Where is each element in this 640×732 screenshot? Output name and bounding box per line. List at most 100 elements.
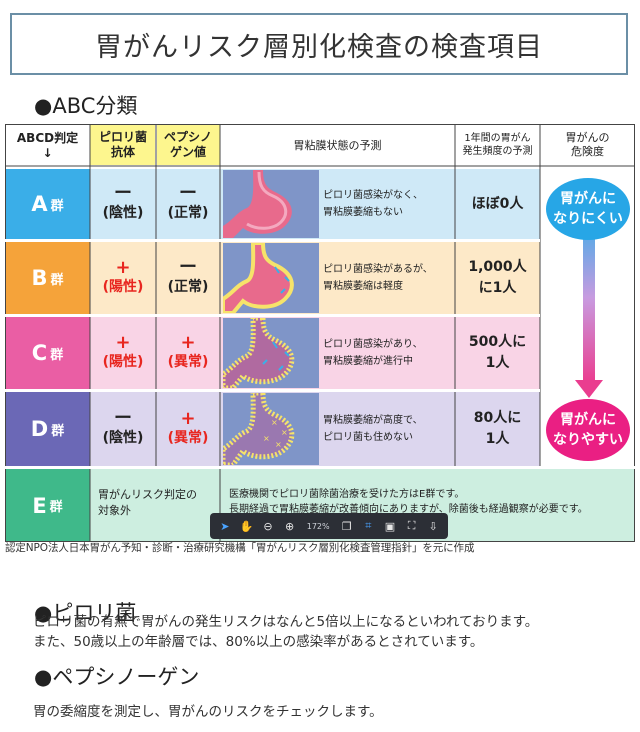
group-b-letter: B: [31, 266, 48, 290]
group-d-desc-line2: ピロリ菌も住めない: [323, 432, 413, 443]
header-mucosa: 胃粘膜状態の予測: [220, 125, 455, 165]
header-pepsin-line2: ゲン値: [169, 145, 206, 159]
section-heading-abc: ●ABC分類: [34, 94, 138, 118]
group-b-pepsin-result: (正常): [167, 279, 209, 295]
group-c-pylori-symbol: +: [115, 332, 131, 353]
risk-high-line2: なりやすい: [553, 432, 623, 448]
group-b-pepsinogen: ー (正常): [156, 242, 220, 314]
risk-low-line2: なりにくい: [553, 211, 623, 227]
group-d-pylori: ー (陰性): [90, 392, 156, 466]
group-e-letter: E: [32, 493, 47, 518]
group-a-letter: A: [31, 192, 48, 216]
group-a-frequency: ほぼ0人: [455, 169, 540, 239]
group-e-target-line1: 胃がんリスク判定の: [98, 488, 197, 501]
group-d-pepsin-result: (異常): [167, 430, 209, 446]
group-c-letter: C: [31, 341, 48, 365]
group-b-pylori-result: (陽性): [102, 279, 144, 295]
group-b-pylori: + (陽性): [90, 242, 156, 314]
group-c-pepsinogen: + (異常): [156, 317, 220, 389]
group-e-target: 胃がんリスク判定の 対象外: [98, 487, 218, 519]
header-risk: 胃がんの 危険度: [540, 125, 635, 165]
group-a-pepsinogen: ー (正常): [156, 169, 220, 239]
risk-high-bubble: 胃がんになりやすい: [546, 399, 630, 461]
risk-low-bubble: 胃がんになりにくい: [546, 178, 630, 240]
header-risk-line1: 胃がんの: [565, 131, 610, 144]
group-b-desc-line1: ピロリ菌感染があるが、: [323, 264, 433, 275]
group-b-freq-line1: 1,000人: [468, 259, 527, 275]
header-freq-line2: 発生頻度の予測: [462, 146, 533, 157]
risk-arrow-head: [575, 380, 603, 398]
header-pepsin-line1: ペプシノ: [163, 130, 212, 144]
group-a-pylori-symbol: ー: [114, 183, 132, 204]
header-risk-line2: 危険度: [571, 145, 604, 158]
header-abcd-arrow: ↓: [42, 146, 53, 160]
risk-high-line1: 胃がんに: [560, 412, 616, 428]
zoom-out-icon[interactable]: ⊖: [263, 519, 273, 533]
group-b-pepsin-symbol: ー: [179, 257, 197, 278]
group-a-desc-line2: 胃粘膜萎縮もない: [323, 207, 403, 218]
zoom-in-icon[interactable]: ⊕: [284, 519, 295, 533]
svg-text:×: ×: [263, 434, 270, 443]
group-c-desc-line1: ピロリ菌感染があり、: [323, 339, 423, 350]
group-c-pepsin-symbol: +: [180, 332, 196, 353]
stomach-c-image: [220, 315, 319, 391]
group-b-frequency: 1,000人 に1人: [455, 242, 540, 314]
pepsinogen-paragraph: 胃の委縮度を測定し、胃がんのリスクをチェックします。: [33, 704, 383, 720]
group-b-freq-line2: に1人: [478, 280, 517, 296]
group-b-desc-line2: 胃粘膜萎縮は軽度: [323, 281, 403, 292]
group-d-pylori-result: (陰性): [102, 430, 144, 446]
section-heading-pepsinogen: ●ペプシノーゲン: [34, 665, 200, 689]
group-c-desc-line2: 胃粘膜萎縮が進行中: [323, 356, 413, 367]
svg-text:×: ×: [271, 418, 278, 427]
group-d-suffix: 群: [51, 423, 65, 439]
group-e-note-line2: 長期経過で胃粘膜萎縮が改善傾向にありますが、除菌後も経過観察が必要です。: [229, 504, 588, 515]
group-d-pepsinogen: + (異常): [156, 392, 220, 466]
group-c-freq-line2: 1人: [485, 355, 510, 371]
section-heading-pylori: ●ピロリ菌: [34, 601, 137, 625]
save-icon[interactable]: ⇩: [428, 519, 438, 533]
pylori-text-line2: また、50歳以上の年齢層では、80%以上の感染率があるとされています。: [33, 634, 484, 650]
stomach-b-image: [221, 241, 319, 315]
group-a-pylori-result: (陰性): [102, 205, 144, 221]
risk-gradient-bar: [583, 214, 595, 382]
header-frequency: 1年間の胃がん 発生頻度の予測: [455, 125, 540, 165]
header-mucosa-label: 胃粘膜状態の予測: [293, 138, 382, 152]
header-pylori-line2: 抗体: [110, 145, 135, 159]
group-a-pylori: ー (陰性): [90, 169, 156, 239]
group-d-desc-line1: 胃粘膜萎縮が高度で、: [323, 415, 423, 426]
header-abcd: ABCD判定 ↓: [5, 126, 90, 166]
copy-icon[interactable]: ❐: [341, 519, 352, 533]
group-d-pepsin-symbol: +: [180, 408, 196, 429]
risk-low-line1: 胃がんに: [559, 191, 616, 207]
pointer-icon[interactable]: ➤: [220, 519, 230, 533]
pylori-paragraph: ピロリ菌の有無で胃がんの発生リスクはなんと5倍以上になるといわれております。 ま…: [33, 612, 538, 652]
stomach-d-image: ××××: [220, 390, 319, 468]
fullscreen-icon[interactable]: ⛶: [407, 519, 416, 532]
pylori-text-line1: ピロリ菌の有無で胃がんの発生リスクはなんと5倍以上になるといわれております。: [33, 614, 539, 630]
fit-icon[interactable]: ▣: [384, 519, 396, 533]
group-a-pepsin-result: (正常): [167, 205, 209, 221]
hand-icon[interactable]: ✋: [239, 519, 254, 533]
group-a-suffix: 群: [50, 198, 64, 214]
group-d-description: 胃粘膜萎縮が高度で、ピロリ菌も住めない: [323, 392, 455, 466]
title-box: 胃がんリスク層別化検査の検査項目: [10, 13, 628, 75]
group-a-desc-line1: ピロリ菌感染がなく、: [323, 190, 423, 201]
source-credit: 認定NPO法人日本胃がん予知・診断・治療研究機構「胃がんリスク層別化検査管理指針…: [5, 542, 475, 554]
group-d-frequency: 80人に 1人: [455, 392, 540, 466]
group-d-letter: D: [30, 417, 49, 441]
header-freq-line1: 1年間の胃がん: [464, 133, 531, 144]
group-c-pylori-result: (陽性): [102, 354, 144, 370]
group-c-description: ピロリ菌感染があり、胃粘膜萎縮が進行中: [323, 317, 455, 389]
abcd-table: ABCD判定 ↓ ピロリ菌 抗体 ペプシノ ゲン値 胃粘膜状態の予測 1年間の胃…: [5, 124, 635, 542]
header-pylori-line1: ピロリ菌: [98, 130, 147, 144]
header-abcd-label: ABCD判定: [16, 131, 79, 145]
group-b-suffix: 群: [50, 272, 64, 288]
crop-icon[interactable]: ⌗: [365, 519, 372, 532]
header-pepsinogen: ペプシノ ゲン値: [156, 125, 220, 165]
group-a-pepsin-symbol: ー: [179, 183, 197, 204]
group-a-freq-line1: ほぼ0人: [471, 195, 524, 212]
